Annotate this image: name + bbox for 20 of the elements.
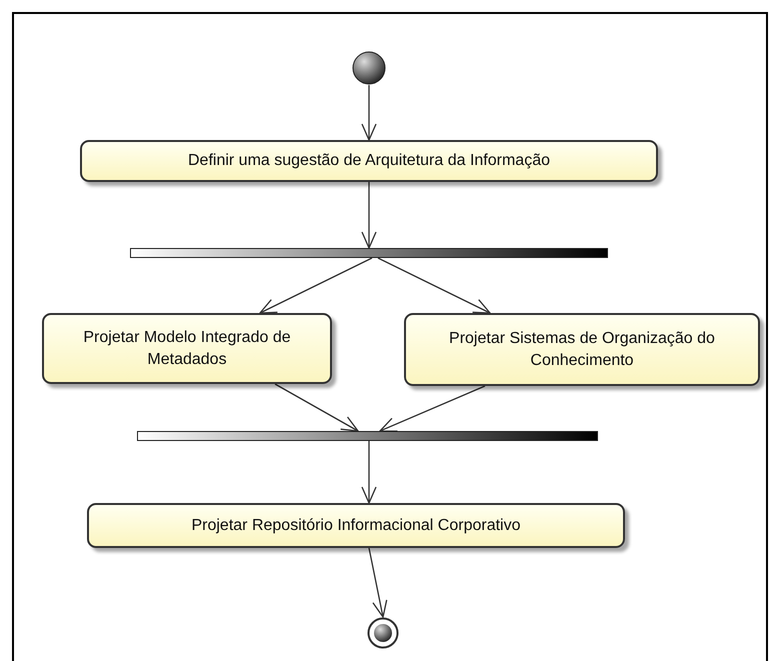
action-label: Projetar Repositório Informacional Corporativo	[191, 516, 521, 536]
action-label: Definir uma sugestão de Arquitetura da Informação	[188, 151, 550, 172]
arrow	[259, 257, 372, 314]
arrow	[361, 182, 377, 249]
sync-bar	[130, 248, 608, 258]
action-box	[87, 503, 625, 548]
arrow	[379, 385, 486, 432]
action-box	[404, 313, 760, 386]
initial-node	[352, 51, 386, 85]
action-label: Projetar Sistemas de Organização do Conhecimento	[448, 328, 716, 370]
arrow	[274, 383, 359, 432]
action-box	[80, 140, 658, 182]
arrow	[361, 441, 377, 504]
action-box	[42, 313, 332, 384]
arrow	[368, 548, 388, 618]
final-node	[367, 617, 399, 649]
sync-bar	[137, 431, 598, 441]
arrow	[378, 257, 491, 314]
action-label: Projetar Modelo Integrado de Metadados	[82, 328, 292, 370]
arrow	[361, 85, 377, 141]
